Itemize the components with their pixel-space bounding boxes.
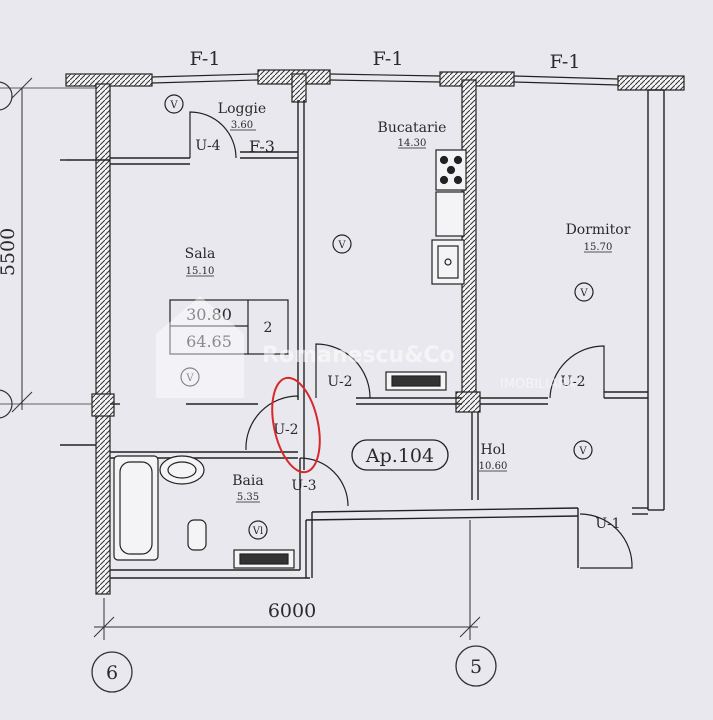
total-area-value: 64.65 — [186, 332, 232, 351]
room-name-kitchen: Bucatarie — [378, 120, 447, 136]
door-label: U-1 — [595, 516, 620, 532]
column-left — [91, 393, 115, 417]
room-area-bedroom: 15.70 — [584, 242, 613, 253]
room-area-living: 15.10 — [186, 266, 215, 277]
door-label: U-2 — [327, 374, 352, 390]
apartment-badge — [351, 439, 449, 471]
door-label: U-4 — [195, 138, 220, 154]
highlight-circle — [271, 376, 321, 474]
window-label: F-1 — [190, 48, 221, 70]
room-name-bathroom: Baia — [232, 473, 263, 489]
watermark: Romanescu&Co IMOBILIARA — [156, 296, 576, 398]
width-dimension-text: 6000 — [268, 600, 316, 622]
room-name-living: Sala — [185, 246, 216, 262]
vent-icon: Vl — [252, 526, 263, 537]
axis-label-6: 6 — [106, 662, 118, 684]
apartment-number: Ap.104 — [365, 445, 434, 467]
height-dimension-text: 5500 — [0, 228, 19, 276]
window-label: F-1 — [373, 48, 404, 70]
vent-icon: V — [169, 100, 178, 111]
axis-label-5: 5 — [470, 656, 482, 678]
wall-right — [647, 89, 665, 511]
vent-icon: V — [337, 240, 346, 251]
vent-icon: V — [578, 446, 587, 457]
vent-icon: V — [185, 373, 194, 384]
door-swings — [189, 111, 633, 569]
door-label: F-3 — [249, 137, 275, 156]
kitchen-equipment — [385, 149, 467, 391]
dimension-width — [91, 520, 497, 693]
room-area-hall: 10.60 — [479, 461, 508, 472]
room-name-bedroom: Dormitor — [566, 222, 631, 238]
room-area-kitchen: 14.30 — [398, 138, 427, 149]
watermark-sub: IMOBILIARA — [500, 377, 576, 392]
vent-icon: V — [579, 288, 588, 299]
dimension-height: 5500 — [0, 77, 100, 419]
bathroom-fixtures — [113, 455, 295, 569]
living-area-value: 30.80 — [186, 305, 232, 324]
room-area-bathroom: 5.35 — [237, 492, 259, 503]
door-label: U-2 — [273, 422, 298, 438]
rooms-count: 2 — [264, 320, 273, 336]
door-label: U-2 — [560, 374, 585, 390]
room-name-loggia: Loggie — [218, 101, 266, 117]
exterior-wall-left — [95, 83, 111, 595]
ventilation-marks — [164, 94, 594, 540]
area-table — [169, 299, 289, 355]
column-top — [291, 73, 307, 103]
window-label: F-1 — [550, 51, 581, 73]
loggia-partition — [66, 100, 305, 470]
watermark-brand: Romanescu&Co — [262, 343, 455, 368]
room-area-loggia: 3.60 — [231, 120, 253, 131]
column-center — [455, 391, 481, 413]
door-label: U-3 — [291, 478, 316, 494]
room-name-hall: Hol — [480, 442, 506, 458]
